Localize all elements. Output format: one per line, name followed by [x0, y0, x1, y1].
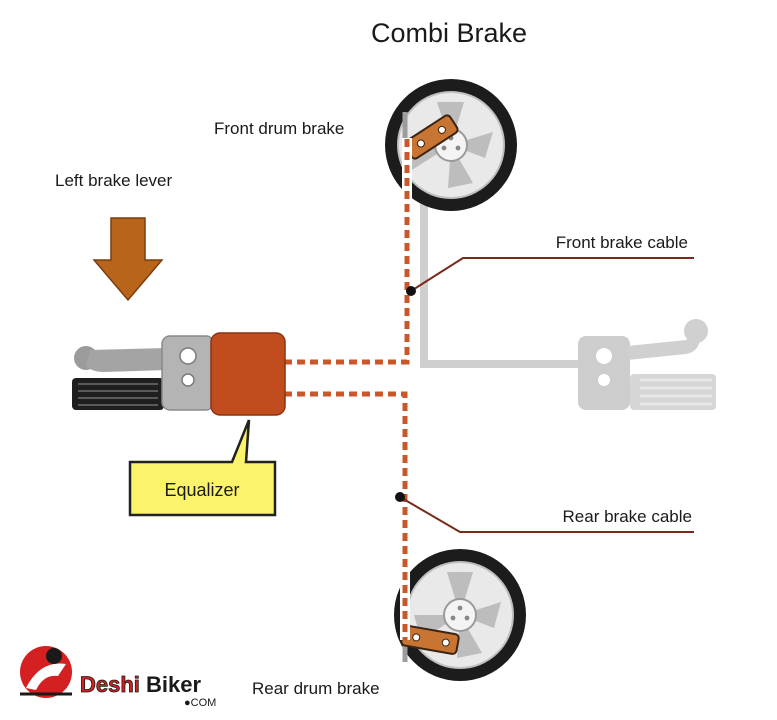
right-housing-hole-bottom [598, 374, 610, 386]
front-cable-leader [410, 257, 694, 292]
right-brake-lever [628, 326, 700, 360]
front-hub-bolt-2 [455, 145, 461, 151]
rear-hub [443, 598, 477, 632]
rear-drum-brake-label: Rear drum brake [252, 679, 380, 698]
logo-text-com: ●COM [184, 697, 216, 709]
rear-brake-arm [400, 624, 460, 655]
left-brake-assembly [72, 332, 286, 416]
rear-hub-bolt-3 [450, 615, 456, 621]
logo-text-biker: Biker [146, 672, 201, 697]
right-lever-housing [578, 336, 630, 410]
cable-to-rear-brake [284, 389, 410, 640]
left-brake-lever [86, 348, 168, 372]
rear-hub-bolt-1 [457, 605, 463, 611]
rear-cable-dot [395, 492, 405, 502]
left-housing-hole-bottom [181, 373, 195, 387]
rear-brake-cable-label: Rear brake cable [563, 507, 692, 526]
left-housing-hole-top [179, 347, 197, 365]
rear-wheel [394, 549, 526, 681]
rear-hub-bolt-2 [464, 615, 470, 621]
leader-lines [399, 257, 694, 533]
right-grip [630, 374, 716, 410]
rear-cable-leader [399, 496, 694, 533]
left-grip [72, 378, 164, 410]
left-lever-housing [161, 335, 215, 411]
deshibiker-logo: Deshi Biker ●COM [20, 646, 216, 709]
right-brake-assembly [420, 118, 716, 410]
front-brake-cable-label: Front brake cable [556, 233, 688, 252]
front-drum-brake-label: Front drum brake [214, 119, 344, 138]
equalizer-block [210, 332, 286, 416]
right-lever-tip [684, 319, 708, 343]
equalizer-cables [284, 138, 412, 640]
front-hub-bolt-3 [441, 145, 447, 151]
cable-to-front-brake [284, 138, 412, 367]
diagram-title: Combi Brake [371, 18, 527, 48]
left-grip-ribs [78, 383, 158, 406]
right-housing-hole-top [596, 348, 612, 364]
front-cable-dot [406, 286, 416, 296]
right-grip-ribs [640, 378, 712, 406]
equalizer-label: Equalizer [164, 480, 239, 500]
down-arrow-icon [92, 217, 164, 302]
logo-text-deshi: Deshi [80, 672, 140, 697]
left-brake-lever-label: Left brake lever [55, 171, 173, 190]
equalizer-callout: Equalizer [128, 419, 277, 517]
front-wheel [385, 79, 517, 211]
